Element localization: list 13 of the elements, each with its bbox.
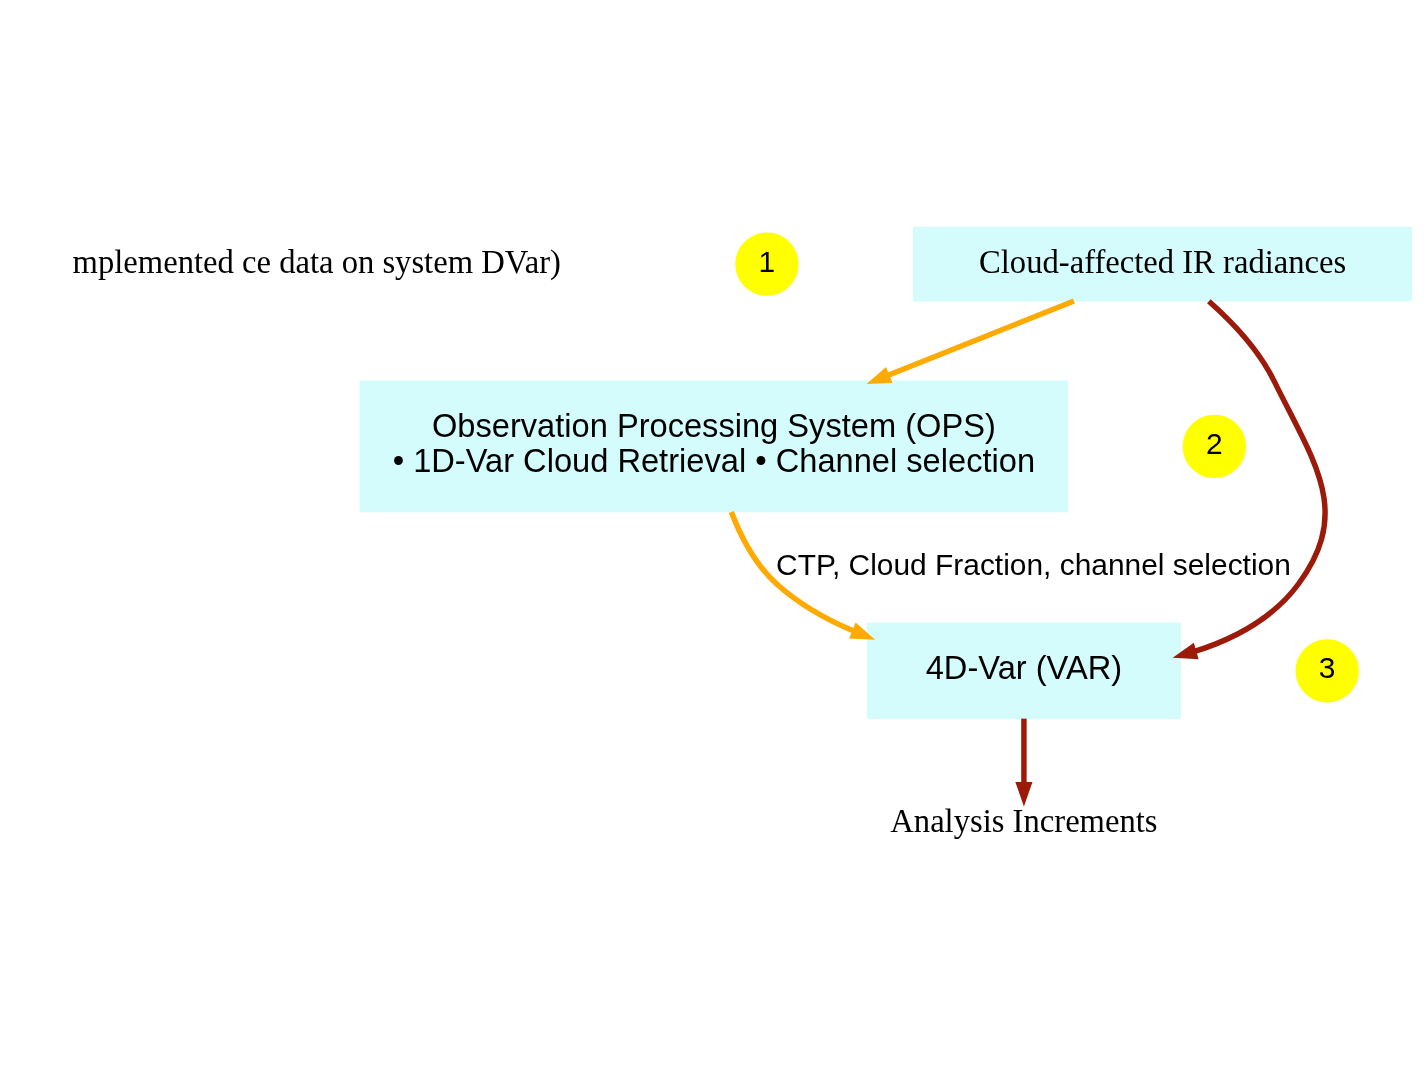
- node-box: Observation Processing System (OPS) • 1D-Var Cloud Retrieval • Channel selection: [359, 379, 1069, 512]
- arrow: [728, 510, 876, 640]
- label: mplemented ce data on system DVar): [72, 243, 561, 280]
- arrow: [866, 297, 1075, 384]
- arrow: [1015, 718, 1033, 806]
- node-circle: 3: [1295, 638, 1359, 702]
- edge-label: CTP, Cloud Fraction, channel selection: [776, 547, 1291, 581]
- arrow: [1172, 298, 1328, 659]
- node-box: 4D-Var (VAR): [866, 622, 1181, 719]
- node-box: Cloud-affected IR radiances: [913, 226, 1413, 302]
- node-text: Analysis Increments: [890, 802, 1158, 839]
- node-circle: 1: [735, 232, 799, 296]
- node-circle: 2: [1182, 414, 1246, 478]
